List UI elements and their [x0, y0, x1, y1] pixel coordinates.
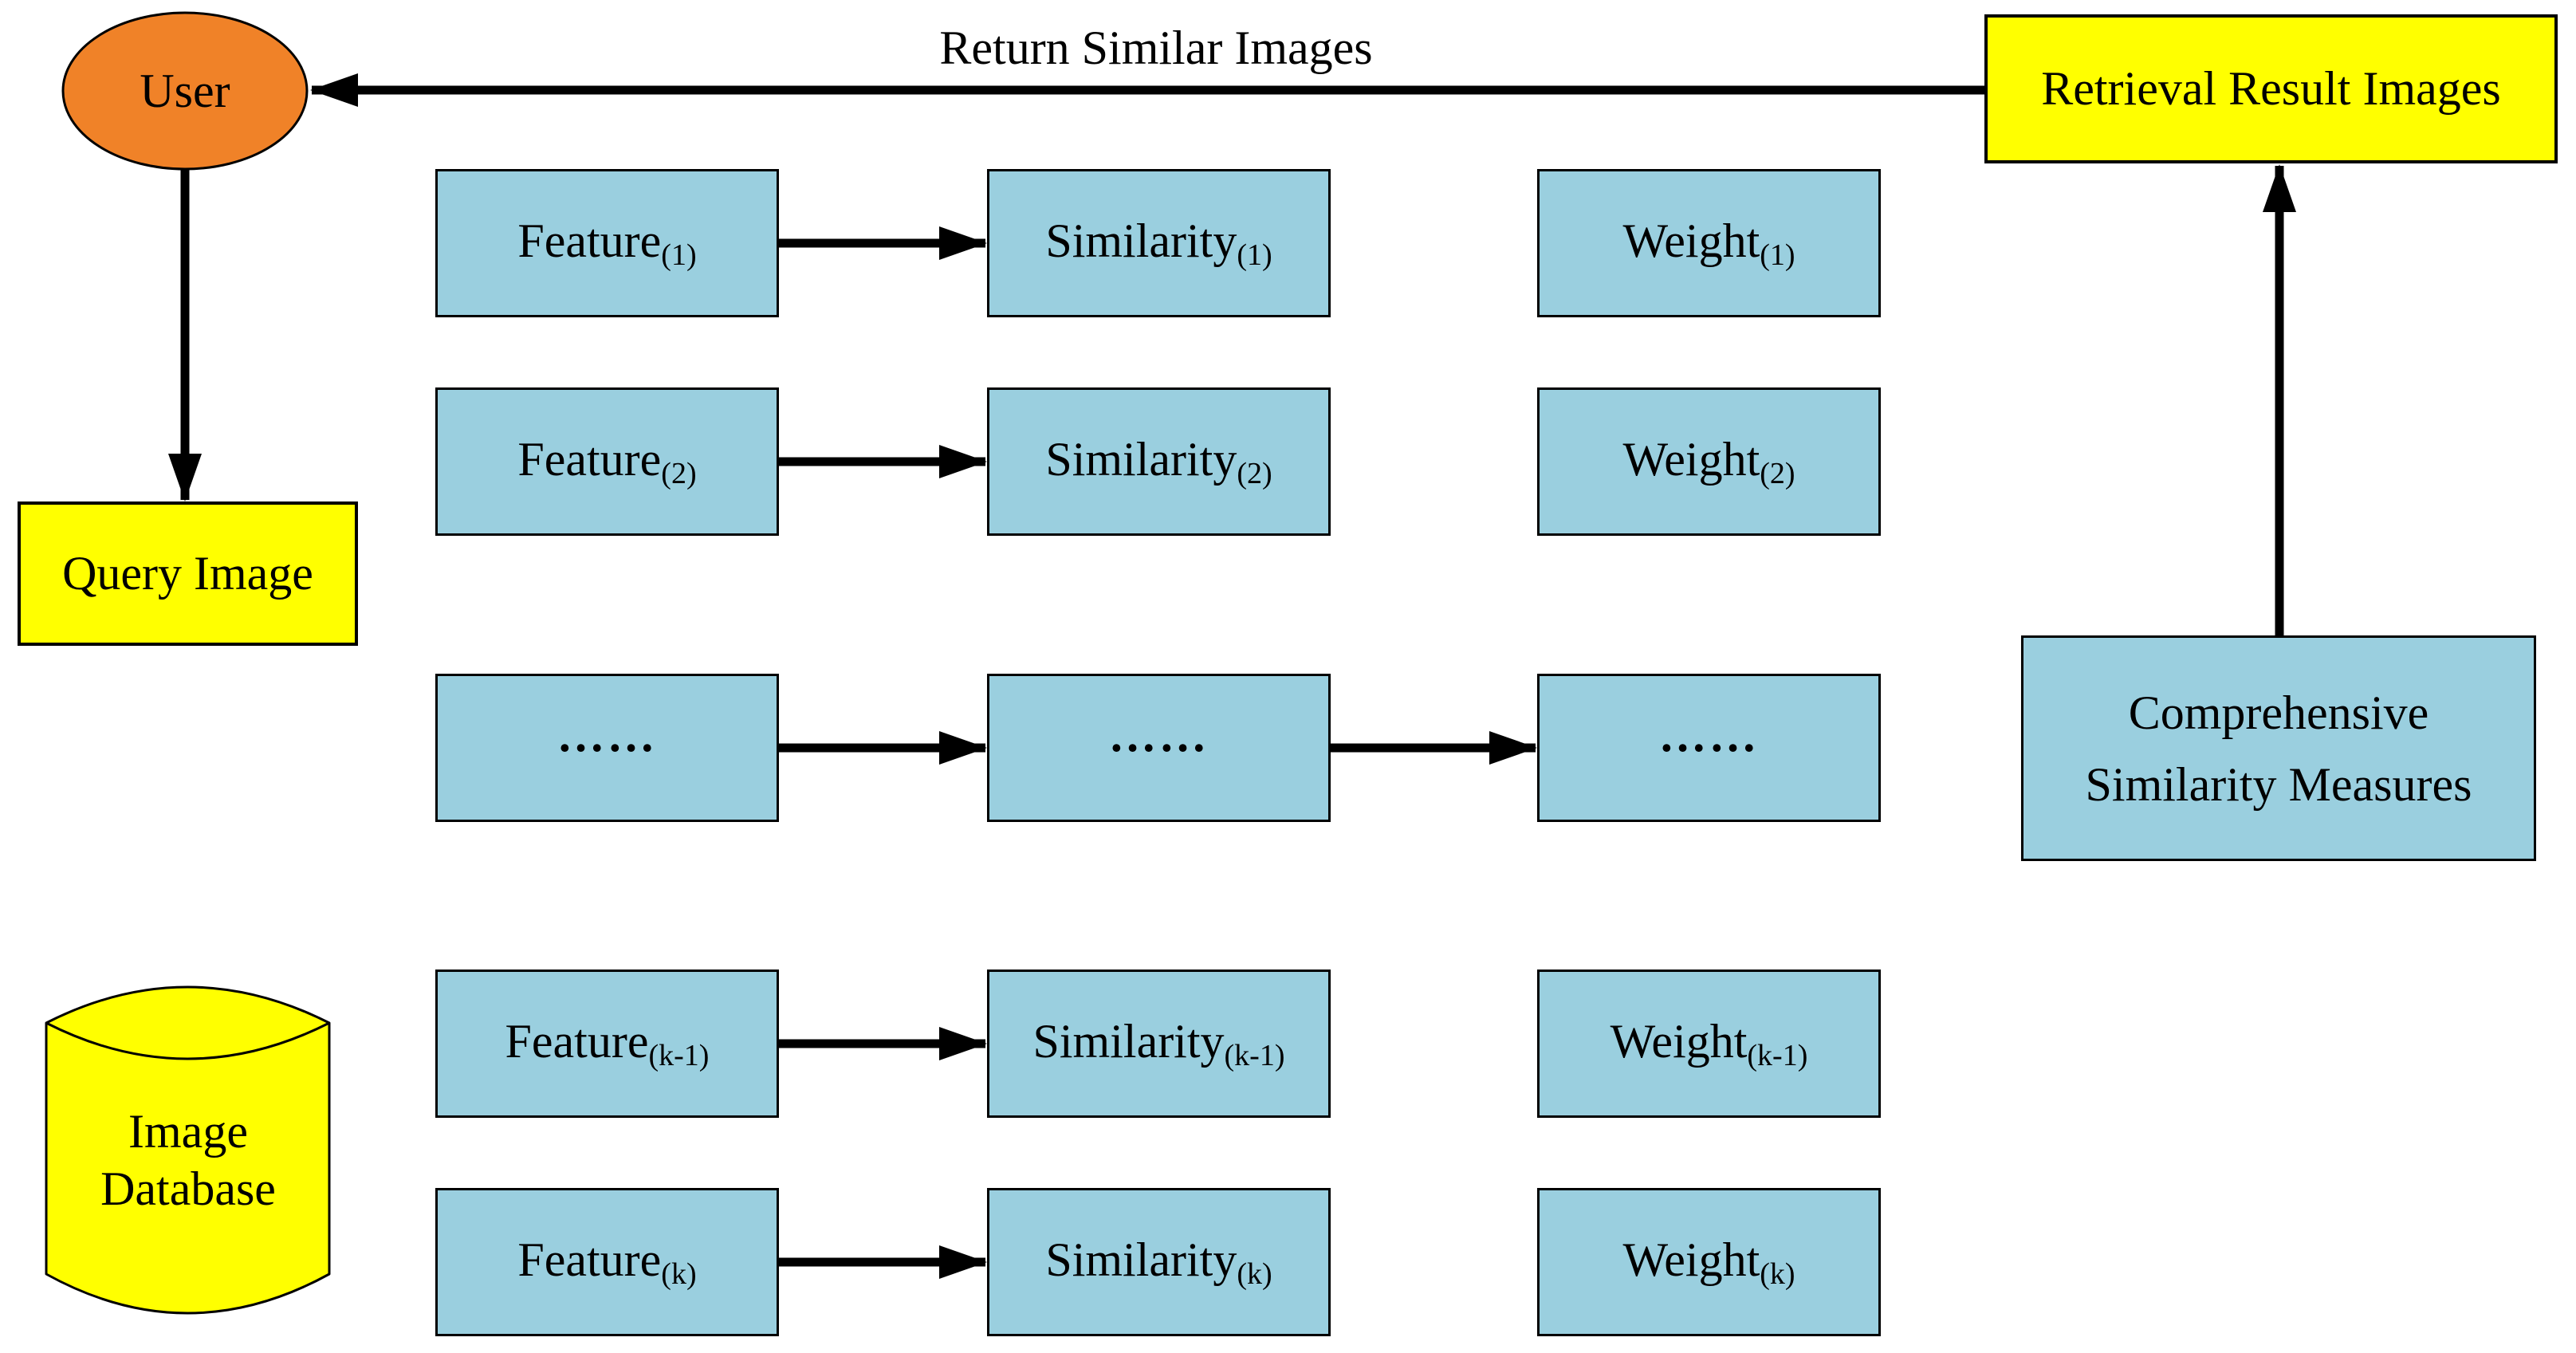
- similarity-k-subscript: (k): [1237, 1257, 1272, 1291]
- image-database-label-line2: Database: [100, 1162, 276, 1215]
- feature-k1-box: Feature(k-1): [435, 970, 779, 1118]
- feature-k1-label: Feature: [505, 1015, 649, 1068]
- similarity-2-label: Similarity: [1045, 433, 1237, 486]
- weight-1-box: Weight(1): [1537, 169, 1881, 317]
- weight-2-box: Weight(2): [1537, 387, 1881, 536]
- image-database-cylinder-top-arc: [45, 1021, 330, 1060]
- similarity-1-box: Similarity(1): [987, 169, 1331, 317]
- feature-2-box: Feature(2): [435, 387, 779, 536]
- similarity-1-label: Similarity: [1045, 214, 1237, 267]
- weight-k-label: Weight: [1622, 1233, 1760, 1286]
- weight-k-box: Weight(k): [1537, 1188, 1881, 1336]
- query-image-label: Query Image: [62, 547, 313, 600]
- similarity-2-subscript: (2): [1237, 457, 1272, 490]
- weight-1-subscript: (1): [1760, 238, 1795, 272]
- weight-2-subscript: (2): [1760, 457, 1795, 490]
- comprehensive-label-line2: Similarity Measures: [2085, 757, 2472, 811]
- similarity-1-subscript: (1): [1237, 238, 1272, 272]
- comprehensive-similarity-node: Comprehensive Similarity Measures: [2021, 635, 2536, 861]
- feature-k-box: Feature(k): [435, 1188, 779, 1336]
- similarity-k-label: Similarity: [1045, 1233, 1237, 1286]
- similarity-dots-box: ……: [987, 674, 1331, 822]
- image-database-cylinder: [45, 985, 331, 1315]
- user-node-label: User: [140, 65, 230, 117]
- similarity-2-box: Similarity(2): [987, 387, 1331, 536]
- similarity-k1-box: Similarity(k-1): [987, 970, 1331, 1118]
- image-database-label-line1: Image: [128, 1105, 248, 1158]
- weight-dots-label: ……: [1658, 708, 1760, 761]
- weight-k-subscript: (k): [1760, 1257, 1795, 1291]
- comprehensive-label-line1: Comprehensive: [2128, 686, 2429, 739]
- retrieval-result-images-label: Retrieval Result Images: [2041, 62, 2501, 115]
- feature-2-subscript: (2): [661, 457, 697, 490]
- feature-k-subscript: (k): [661, 1257, 697, 1291]
- weight-1-label: Weight: [1622, 214, 1760, 267]
- similarity-k1-subscript: (k-1): [1224, 1039, 1285, 1072]
- similarity-k1-label: Similarity: [1032, 1015, 1225, 1068]
- query-image-node: Query Image: [18, 501, 358, 646]
- weight-k1-box: Weight(k-1): [1537, 970, 1881, 1118]
- return-similar-images-label: Return Similar Images: [939, 22, 1373, 74]
- feature-1-box: Feature(1): [435, 169, 779, 317]
- feature-1-label: Feature: [517, 214, 662, 267]
- similarity-dots-label: ……: [1108, 708, 1209, 761]
- feature-dots-label: ……: [556, 708, 658, 761]
- weight-2-label: Weight: [1622, 433, 1760, 486]
- feature-k1-subscript: (k-1): [648, 1039, 710, 1072]
- similarity-k-box: Similarity(k): [987, 1188, 1331, 1336]
- weight-k1-label: Weight: [1610, 1015, 1748, 1068]
- feature-k-label: Feature: [517, 1233, 662, 1286]
- feature-2-label: Feature: [517, 433, 662, 486]
- feature-dots-box: ……: [435, 674, 779, 822]
- retrieval-result-images-node: Retrieval Result Images: [1984, 14, 2558, 163]
- image-database-label: Image Database: [46, 1060, 330, 1260]
- weight-dots-box: ……: [1537, 674, 1881, 822]
- weight-k1-subscript: (k-1): [1747, 1039, 1808, 1072]
- feature-1-subscript: (1): [661, 238, 697, 272]
